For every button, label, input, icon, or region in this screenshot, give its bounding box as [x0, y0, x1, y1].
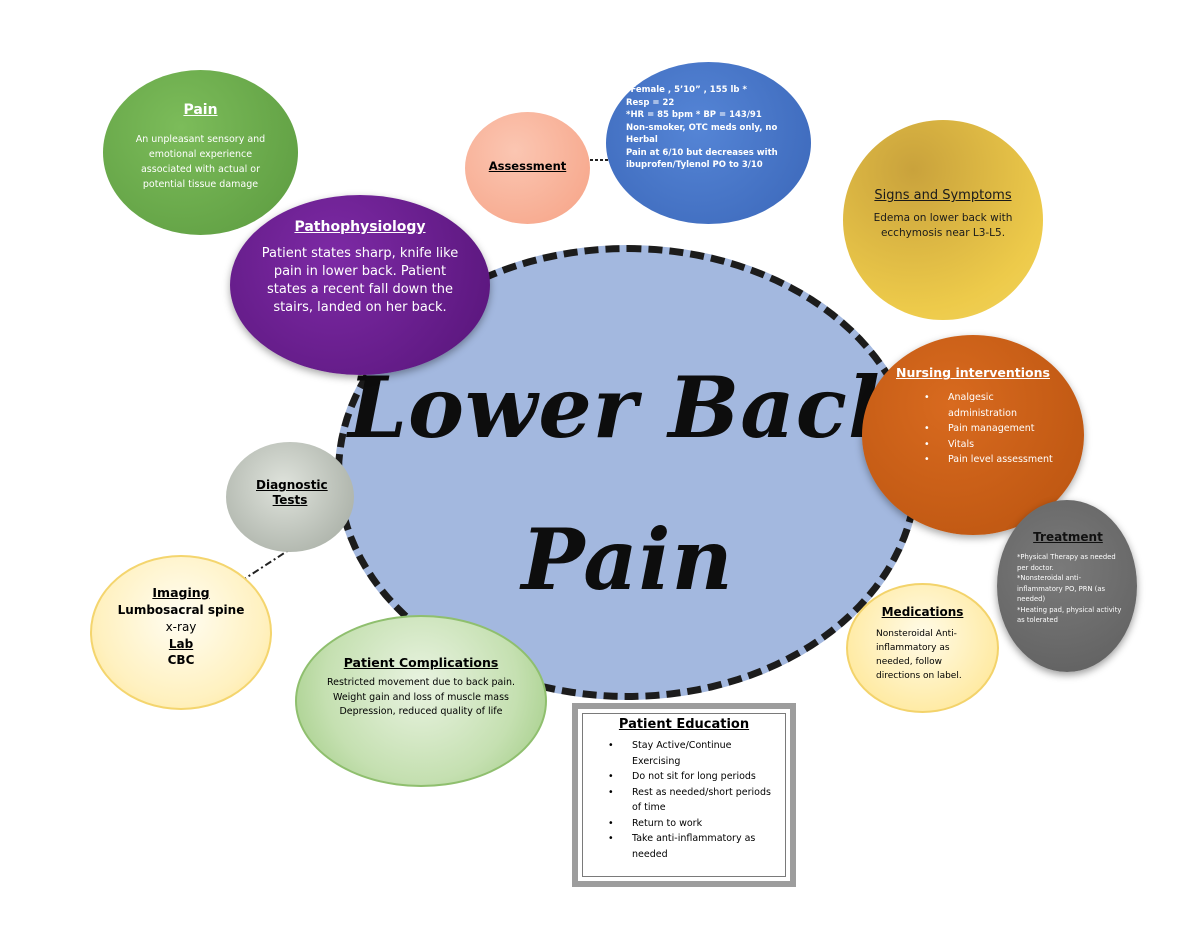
treatment-title: Treatment — [1033, 530, 1103, 544]
treatment-item: *Nonsteroidal anti-inflammatory PO, PRN … — [1017, 574, 1106, 603]
nursing-interventions-bubble: Nursing interventions Analgesic administ… — [862, 335, 1084, 535]
complication-item: Depression, reduced quality of life — [339, 706, 503, 717]
lab-value: CBC — [167, 653, 195, 667]
assessment-detail: *Female , 5’10” , 155 lb * — [626, 85, 747, 95]
complication-item: Weight gain and loss of muscle mass — [332, 691, 509, 703]
signs-symptoms-bubble: Signs and Symptoms Edema on lower back w… — [843, 120, 1043, 320]
pain-bubble: Pain An unpleasant sensory and emotional… — [103, 70, 298, 235]
medications-title: Medications — [881, 605, 964, 619]
nursing-item: Pain management — [922, 421, 1062, 437]
diagnostic-tests-bubble: Diagnostic Tests — [226, 442, 354, 552]
education-item: Rest as needed/short periods of time — [606, 785, 780, 816]
central-title-line1: Lower Back — [347, 358, 908, 457]
imaging-title: Imaging — [152, 585, 210, 600]
pain-definition: An unpleasant sensory and emotional expe… — [135, 134, 266, 190]
imaging-bubble: Imaging Lumbosacral spine x-ray Lab CBC — [90, 555, 272, 710]
medications-text: Nonsteroidal Anti-inflammatory as needed… — [876, 629, 962, 681]
nursing-item: Pain level assessment — [922, 452, 1062, 468]
nursing-interventions-list: Analgesic administration Pain management… — [884, 390, 1062, 468]
complication-item: Restricted movement due to back pain. — [326, 677, 516, 688]
pathophysiology-text: Patient states sharp, knife like pain in… — [261, 246, 459, 315]
imaging-study: Lumbosacral spine — [117, 603, 245, 617]
patient-education-list: Stay Active/Continue Exercising Do not s… — [588, 738, 780, 862]
treatment-item: *Physical Therapy as needed per doctor. — [1017, 553, 1116, 572]
patient-complications-title: Patient Complications — [343, 655, 499, 670]
assessment-details-list: *Female , 5’10” , 155 lb * Resp = 22 *HR… — [626, 84, 799, 172]
pathophysiology-title: Pathophysiology — [294, 219, 426, 235]
education-item: Return to work — [606, 816, 780, 832]
assessment-detail: *HR = 85 bpm * BP = 143/91 — [626, 110, 762, 120]
pain-title: Pain — [183, 102, 218, 118]
lab-title: Lab — [168, 637, 194, 651]
education-item: Take anti-inflammatory as needed — [606, 831, 780, 862]
diagnostic-tests-title: Diagnostic Tests — [256, 478, 328, 507]
assessment-detail: Resp = 22 — [626, 97, 675, 108]
medications-bubble: Medications Nonsteroidal Anti-inflammato… — [846, 583, 999, 713]
education-item: Stay Active/Continue Exercising — [606, 738, 780, 769]
nursing-item: Vitals — [922, 437, 1062, 453]
treatment-list: *Physical Therapy as needed per doctor. … — [1011, 552, 1125, 626]
nursing-item: Analgesic administration — [922, 390, 1062, 421]
assessment-title: Assessment — [488, 159, 567, 173]
patient-complications-bubble: Patient Complications Restricted movemen… — [295, 615, 547, 787]
nursing-interventions-title: Nursing interventions — [896, 365, 1050, 380]
central-title-line2: Pain — [521, 510, 734, 609]
treatment-item: *Heating pad, physical activity as toler… — [1017, 605, 1122, 625]
signs-symptoms-title: Signs and Symptoms — [874, 188, 1012, 203]
assessment-bubble: Assessment — [465, 112, 590, 224]
patient-complications-list: Restricted movement due to back pain. We… — [325, 676, 517, 720]
imaging-modality: x-ray — [165, 620, 197, 634]
patient-education-box: Patient Education Stay Active/Continue E… — [572, 703, 796, 887]
treatment-bubble: Treatment *Physical Therapy as needed pe… — [997, 500, 1137, 672]
pathophysiology-bubble: Pathophysiology Patient states sharp, kn… — [230, 195, 490, 375]
assessment-detail: Non-smoker, OTC meds only, no Herbal — [626, 122, 778, 146]
patient-education-title: Patient Education — [618, 717, 750, 732]
assessment-details-bubble: *Female , 5’10” , 155 lb * Resp = 22 *HR… — [606, 62, 811, 224]
assessment-detail: Pain at 6/10 but decreases with ibuprofe… — [626, 147, 778, 171]
education-item: Do not sit for long periods — [606, 769, 780, 785]
signs-symptoms-text: Edema on lower back with ecchymosis near… — [873, 212, 1013, 239]
